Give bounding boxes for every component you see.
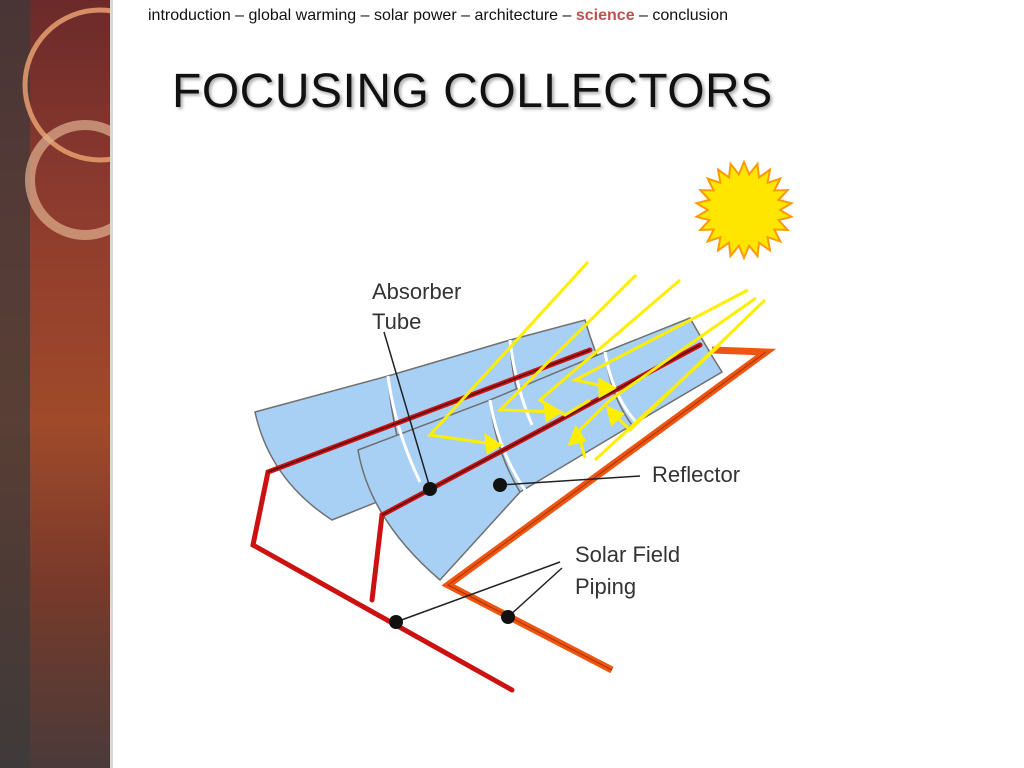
absorber-tube-label-line1: Absorber [372, 279, 461, 304]
solar-field-piping-label-line2: Piping [575, 574, 636, 599]
solar-field-piping-label-line1: Solar Field [575, 542, 680, 567]
decorative-ring-top [22, 7, 113, 163]
nav-item-introduction[interactable]: introduction [148, 7, 231, 24]
nav-separator: – [461, 7, 471, 24]
piping-marker-left [389, 615, 403, 629]
absorber-tube-label-line2: Tube [372, 309, 421, 334]
slide-title: FOCUSING COLLECTORS [172, 65, 773, 118]
nav-separator: – [235, 7, 245, 24]
nav-separator: – [639, 7, 648, 24]
reflector-label: Reflector [652, 462, 740, 487]
nav-separator: – [360, 7, 370, 24]
nav-item-architecture[interactable]: architecture [474, 7, 559, 24]
reflector-marker [493, 478, 507, 492]
decorative-sidebar [0, 0, 113, 768]
nav-item-science[interactable]: science [575, 7, 635, 24]
nav-separator: – [562, 7, 572, 24]
sun-icon [693, 159, 795, 261]
sun-rays [426, 260, 767, 462]
piping-marker-right [501, 610, 515, 624]
nav-item-global-warming[interactable]: global warming [248, 7, 357, 24]
decorative-ring-middle [25, 120, 113, 240]
absorber-tube-marker [423, 482, 437, 496]
nav-item-conclusion[interactable]: conclusion [652, 7, 729, 24]
nav-item-solar-power[interactable]: solar power [373, 7, 457, 24]
section-breadcrumb: introduction – global warming – solar po… [148, 7, 728, 25]
